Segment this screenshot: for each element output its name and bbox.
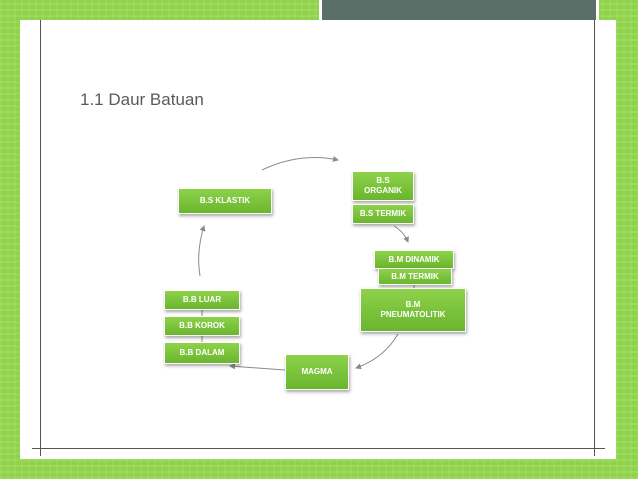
node-bb-korok: B.B KOROK [164,316,240,336]
frame-line-bottom [32,448,605,449]
node-bb-luar: B.B LUAR [164,290,240,310]
node-bm-termik: B.M TERMIK [378,268,452,285]
node-bm-dinamik: B.M DINAMIK [374,250,454,269]
node-bm-pneumatolitik: B.M PNEUMATOLITIK [360,288,466,332]
arrow-klastik-to-organik [261,156,339,171]
node-magma: MAGMA [285,354,349,390]
frame-line-right [594,20,595,456]
slide-title: 1.1 Daur Batuan [80,90,204,109]
node-bb-dalam: B.B DALAM [164,342,240,364]
arrow-magma-to-dalam [229,363,286,371]
arrow-luar-to-klastik [198,225,206,277]
arrow-termik-to-dinamik [393,225,409,243]
node-bs-organik: B.S ORGANIK [352,171,414,201]
frame-line-left [40,20,41,456]
arrow-pneumatolitik-to-magma [355,333,399,370]
node-bs-klastik: B.S KLASTIK [178,188,272,214]
node-bs-termik: B.S TERMIK [352,204,414,224]
